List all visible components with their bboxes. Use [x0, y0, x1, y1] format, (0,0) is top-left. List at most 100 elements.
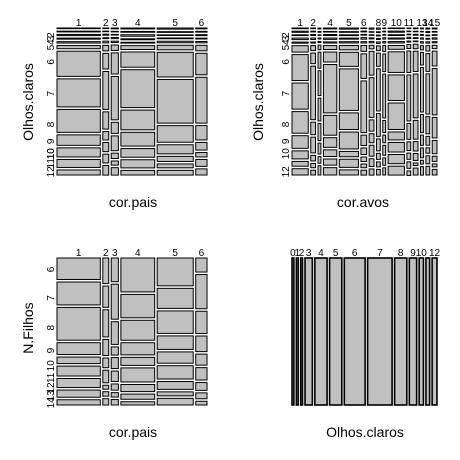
mosaic-cell-2-9	[310, 136, 317, 154]
mosaic-cell-2-8	[310, 121, 317, 136]
mosaic-cell-1-5	[56, 45, 101, 50]
mosaic-cell-14-6	[425, 53, 431, 72]
mosaic-cell-5-11	[156, 365, 194, 380]
mosaic-cell-15-11	[431, 163, 438, 168]
mosaic-cell-6-11	[195, 367, 208, 381]
mosaic-cell-9-4	[382, 41, 387, 44]
mosaic-cell-3-8	[110, 121, 119, 134]
mosaic-cell-10-12	[387, 165, 405, 176]
x-tick-label: 5	[172, 18, 178, 29]
mosaic-cell-6-12	[195, 168, 208, 176]
mosaic-cell-4-9	[322, 137, 338, 148]
mosaic-cell-6-8	[195, 310, 208, 335]
mosaic-cell-11-3	[406, 36, 412, 40]
mosaic-cell-13-5	[420, 45, 424, 51]
mosaic-cell-2-12	[102, 164, 110, 176]
mosaic-cell-3-6	[110, 52, 119, 75]
mosaic-cell-7-11	[368, 158, 375, 167]
mosaic-cell-2-6	[102, 257, 110, 285]
mosaic-cell-12-5	[412, 43, 419, 50]
mosaic-cell-9-1	[382, 30, 387, 33]
y-tick-label: 14	[46, 397, 57, 409]
mosaic-cell-4-5	[120, 45, 156, 50]
mosaic-cell-3-0	[110, 27, 119, 30]
mosaic-cell-14-2	[425, 34, 431, 37]
mosaic-cell-4-4	[322, 41, 338, 44]
mosaic-cell-2-8	[102, 111, 110, 130]
mosaic-cell-2-10	[102, 141, 110, 153]
mosaic-cell-6-6	[195, 52, 208, 76]
mosaic-cell-7-7	[368, 77, 375, 118]
mosaic-cell-4-11	[120, 367, 156, 383]
mosaic-cell-1-7	[56, 281, 101, 306]
mosaic-cell-2-9	[102, 338, 110, 357]
y-tick-label: 11	[46, 158, 57, 169]
mosaic-cell-2-4	[102, 40, 110, 44]
x-tick-label: 6	[199, 248, 205, 259]
x-tick-label: 2	[103, 248, 109, 259]
mosaic-cell-14-7	[425, 73, 431, 115]
mosaic-cell-3-8	[317, 97, 322, 122]
mosaic-cell-4-8	[120, 319, 156, 341]
x-tick-label: 4	[327, 18, 333, 29]
mosaic-cell-12-2	[412, 33, 419, 36]
mosaic-cell-12-7	[412, 73, 419, 119]
mosaic-cell-4-7	[120, 293, 156, 319]
mosaic-cell-15-12	[431, 168, 438, 176]
mosaic-cell-3-14	[110, 399, 119, 406]
mosaic-cell-11-2	[406, 33, 412, 36]
mosaic-cell-7-4	[368, 40, 375, 44]
mosaic-cell-4-2	[120, 34, 156, 37]
x-axis-title: cor.pais	[109, 194, 157, 210]
mosaic-cell-5-10	[156, 351, 194, 364]
mosaic-cell-5-12	[156, 169, 194, 176]
mosaic-cell-7-2	[368, 34, 375, 36]
mosaic-cell-5-4	[156, 40, 194, 44]
mosaic-cell-11-6	[406, 50, 412, 73]
x-axis-title: Olhos.claros	[326, 424, 404, 440]
mosaic-cell-5-1	[338, 31, 359, 33]
mosaic-cell-15-10	[431, 155, 438, 162]
mosaic-cell-6-8	[360, 134, 368, 146]
mosaic-cell-4-9	[120, 342, 156, 356]
x-tick-label: 4	[135, 18, 141, 29]
mosaic-cell-8-3	[375, 37, 381, 40]
mosaic-cell-1-4	[291, 41, 309, 44]
y-tick-label: 4	[281, 39, 292, 45]
mosaic-cell-7-8	[368, 119, 375, 132]
mosaic-cell-5-3	[338, 37, 359, 40]
x-tick-label: 10	[416, 248, 428, 259]
mosaic-cell-8-10	[375, 152, 381, 160]
x-tick-label: 9	[381, 18, 387, 29]
mosaic-cell-12-10	[412, 153, 419, 161]
mosaic-cell-10-8	[387, 102, 405, 130]
mosaic-cell-10-11	[387, 154, 405, 165]
y-tick-label: 13	[46, 390, 57, 402]
x-tick-label: 13	[416, 18, 428, 29]
y-axis-title: N.Filhos	[20, 302, 36, 353]
mosaic-cell-2-13	[102, 391, 110, 397]
mosaic-cell-13-10	[420, 147, 424, 159]
mosaic-cell-2-9	[102, 131, 110, 141]
mosaic-cell-6-11	[195, 158, 208, 167]
mosaic-cell-7-1	[368, 31, 375, 33]
mosaic-cell-4-7	[120, 69, 156, 109]
y-tick-label: 2	[281, 32, 292, 38]
mosaic-cell-13-12	[420, 166, 424, 176]
mosaic-cell-6-12	[360, 169, 368, 176]
mosaic-cell-15-1	[431, 30, 438, 33]
mosaic-cell-12-9	[412, 141, 419, 152]
mosaic-cell-12-8	[412, 119, 419, 140]
mosaic-cell-13-0	[420, 27, 424, 30]
mosaic-cell-3-13	[110, 392, 119, 398]
y-tick-label: 4	[46, 39, 57, 45]
mosaic-cell-6-7	[195, 76, 208, 124]
mosaic-cell-5-8	[338, 112, 359, 131]
mosaic-cell-5-10	[338, 150, 359, 158]
mosaic-cell-4-4	[120, 41, 156, 44]
mosaic-cell-9-3	[382, 37, 387, 40]
mosaic-cell-4-6	[120, 257, 156, 293]
mosaic-cell-14-10	[425, 147, 431, 154]
